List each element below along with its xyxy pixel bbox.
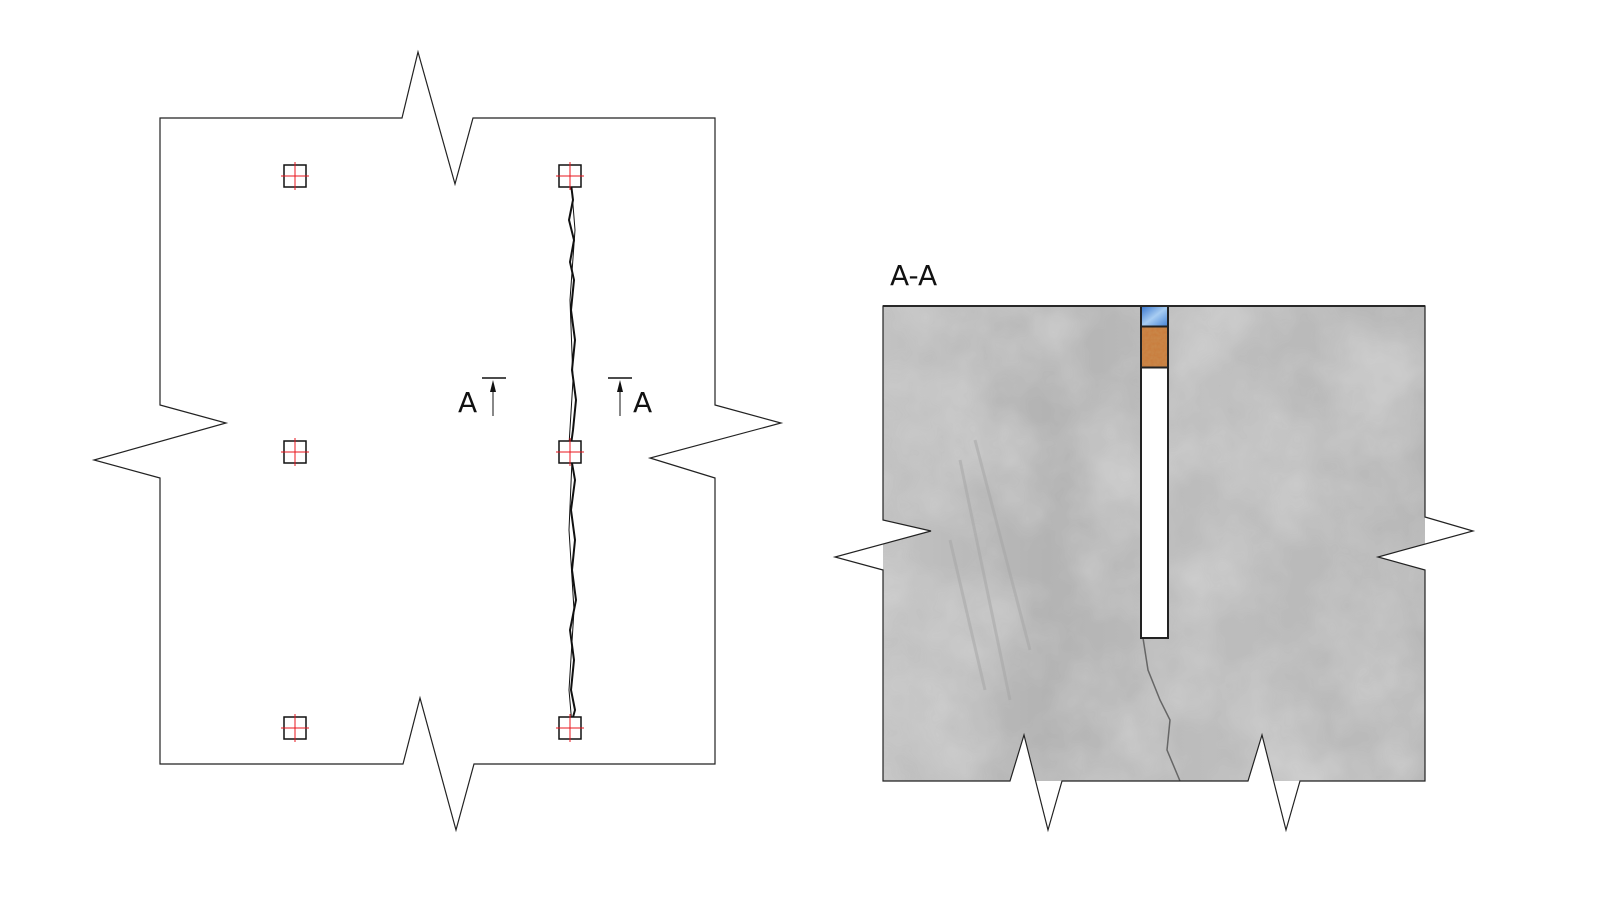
anchor-marker: [281, 714, 309, 742]
anchor-marker: [281, 162, 309, 190]
slab-outline: [91, 49, 784, 833]
anchor-marker: [281, 438, 309, 466]
anchor-marker: [556, 714, 584, 742]
section-outline: [832, 305, 1476, 833]
anchor-marker: [556, 438, 584, 466]
section-marker-right: A: [608, 377, 652, 419]
arrow-up-icon: [617, 380, 623, 392]
section-mark-label: A: [458, 386, 477, 419]
arrow-up-icon: [490, 380, 496, 392]
section-title: A-A: [890, 259, 937, 292]
plan-view: A A: [91, 49, 784, 833]
anchor-marker: [556, 162, 584, 190]
sealant: [1142, 307, 1167, 326]
section-view: A-A: [820, 259, 1490, 840]
section-mark-label: A: [633, 386, 652, 419]
section-marker-left: A: [458, 377, 506, 419]
anchor-markers: [281, 162, 584, 742]
crack-line: [1142, 637, 1181, 782]
